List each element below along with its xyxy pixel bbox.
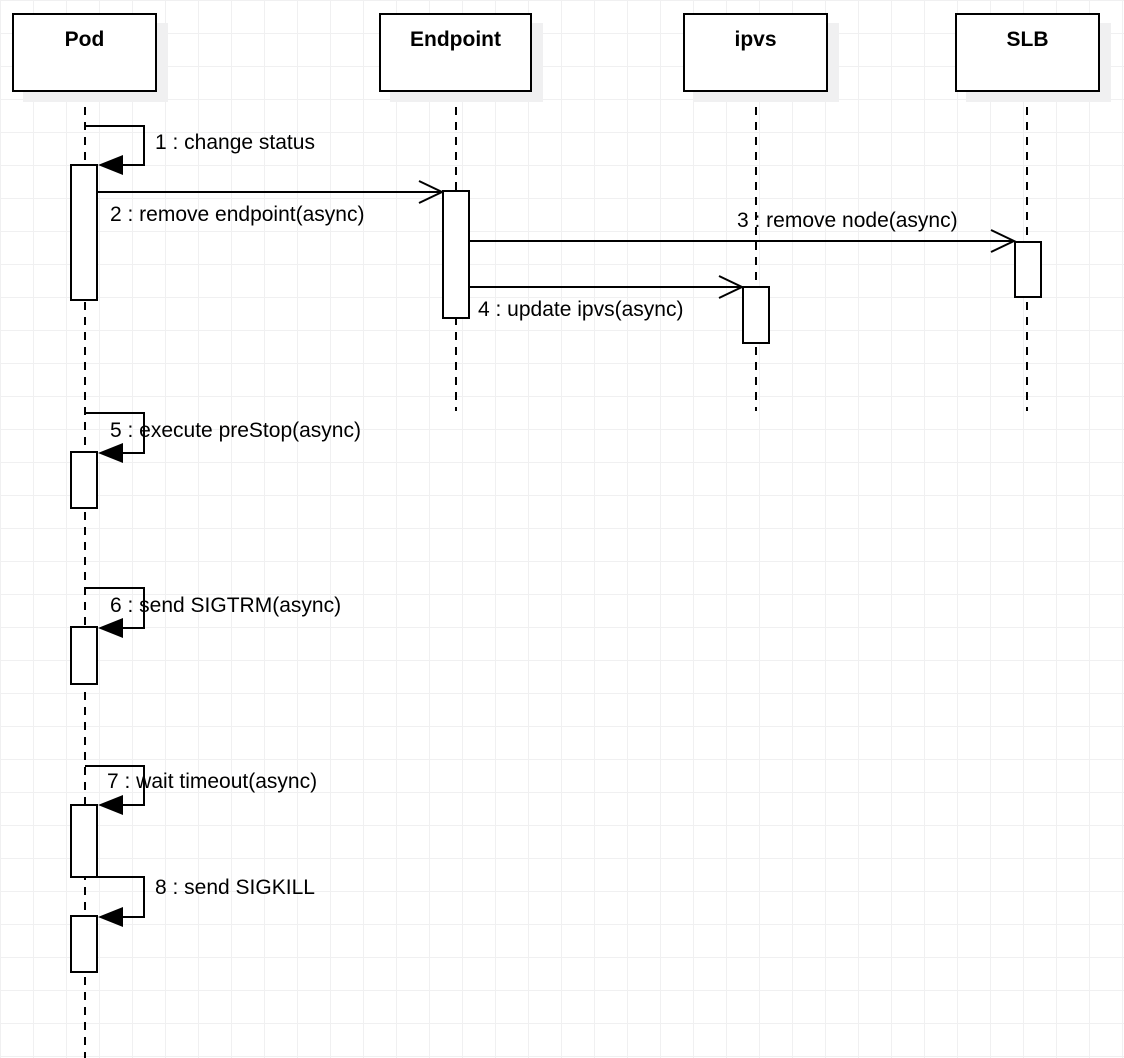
activation-pod-5 <box>70 451 98 509</box>
activation-pod-6 <box>70 626 98 685</box>
actor-box-endpoint: Endpoint <box>379 13 532 92</box>
message-8-label: 8 : send SIGKILL <box>155 876 315 899</box>
message-3-label: 3 : remove node(async) <box>737 209 958 232</box>
activation-pod-1 <box>70 164 98 301</box>
message-3-arrow <box>469 229 1017 253</box>
message-5-self-arrow <box>85 412 145 463</box>
activation-slb <box>1014 241 1042 298</box>
message-1-label: 1 : change status <box>155 131 315 154</box>
activation-ipvs <box>742 286 770 344</box>
message-8-self-arrow <box>97 876 145 927</box>
message-5-label: 5 : execute preStop(async) <box>110 419 361 442</box>
actor-label-slb: SLB <box>1006 27 1049 51</box>
message-6-self-arrow <box>85 587 145 638</box>
message-1-self-arrow <box>85 125 145 175</box>
actor-label-pod: Pod <box>64 27 105 51</box>
message-4-label: 4 : update ipvs(async) <box>478 298 684 321</box>
message-6-label: 6 : send SIGTRM(async) <box>110 594 342 617</box>
actor-box-pod: Pod <box>12 13 157 92</box>
message-2-label: 2 : remove endpoint(async) <box>110 203 365 226</box>
actor-box-ipvs: ipvs <box>683 13 828 92</box>
activation-pod-8 <box>70 915 98 973</box>
message-7-label: 7 : wait timeout(async) <box>107 770 318 793</box>
activation-pod-7 <box>70 804 98 878</box>
message-4-arrow <box>469 275 745 299</box>
message-7-self-arrow <box>85 765 145 815</box>
actor-label-ipvs: ipvs <box>734 27 777 51</box>
message-2-arrow <box>97 180 445 204</box>
actor-label-endpoint: Endpoint <box>410 27 501 51</box>
activation-endpoint <box>442 190 470 319</box>
actor-box-slb: SLB <box>955 13 1100 92</box>
